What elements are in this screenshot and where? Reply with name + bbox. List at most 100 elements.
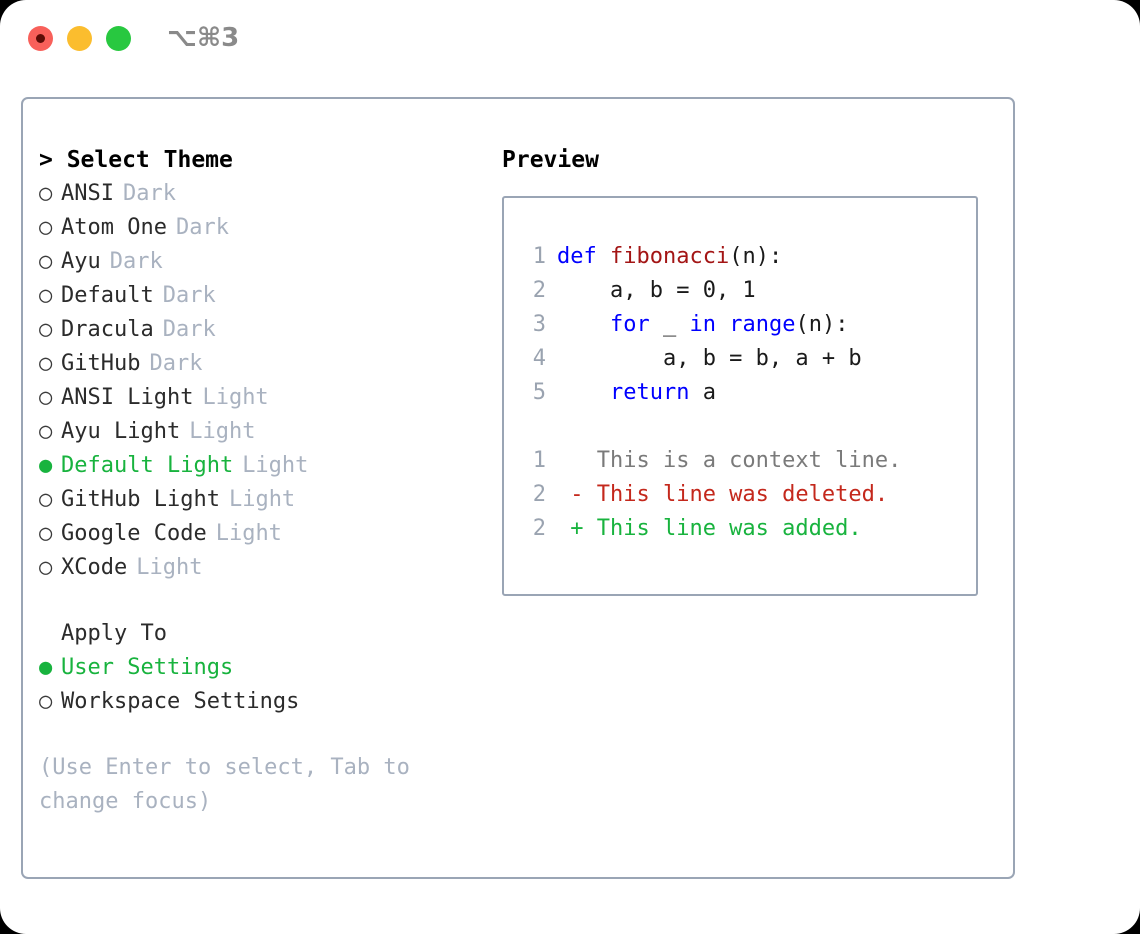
radio-unselected-icon: ○ bbox=[39, 317, 53, 342]
theme-option-ayu-light[interactable]: ○ Ayu Light Light bbox=[39, 415, 489, 449]
line-number: 4 bbox=[532, 346, 546, 371]
keyboard-shortcut-label: ⌥⌘3 bbox=[167, 23, 240, 53]
theme-option-label: Ayu bbox=[61, 249, 101, 274]
code-token: in bbox=[689, 312, 716, 337]
radio-unselected-icon: ○ bbox=[39, 689, 53, 714]
line-number: 2 bbox=[532, 516, 546, 541]
code-line: 4 a, b = b, a + b bbox=[518, 342, 976, 376]
theme-option-xcode[interactable]: ○ XCode Light bbox=[39, 551, 489, 585]
radio-unselected-icon: ○ bbox=[39, 283, 53, 308]
theme-option-github[interactable]: ○ GitHub Dark bbox=[39, 347, 489, 381]
radio-unselected-icon: ○ bbox=[39, 181, 53, 206]
code-token: (n): bbox=[795, 312, 849, 337]
radio-selected-icon: ● bbox=[39, 453, 53, 478]
theme-option-tag: Dark bbox=[109, 249, 163, 274]
code-token: fibonacci bbox=[609, 244, 730, 269]
theme-option-label: Default Light bbox=[61, 453, 234, 478]
line-number: 2 bbox=[532, 278, 546, 303]
theme-option-default[interactable]: ○ Default Dark bbox=[39, 279, 489, 313]
diff-text: - This line was deleted. bbox=[557, 482, 889, 507]
radio-selected-icon: ● bbox=[39, 655, 53, 680]
radio-unselected-icon: ○ bbox=[39, 385, 53, 410]
line-number: 5 bbox=[532, 380, 546, 405]
code-line: 5 return a bbox=[518, 376, 976, 410]
theme-option-tag: Dark bbox=[162, 317, 216, 342]
theme-option-github-light[interactable]: ○ GitHub Light Light bbox=[39, 483, 489, 517]
code-text: return a bbox=[557, 376, 716, 410]
theme-option-tag: Light bbox=[202, 385, 269, 410]
code-token: range bbox=[729, 312, 796, 337]
window-controls bbox=[28, 26, 131, 51]
apply-to-header: Apply To bbox=[61, 621, 167, 646]
code-token: _ bbox=[649, 312, 690, 337]
radio-unselected-icon: ○ bbox=[39, 419, 53, 444]
apply-to-option-user-settings[interactable]: ● User Settings bbox=[39, 651, 489, 685]
diff-line: 2 - This line was deleted. bbox=[518, 478, 976, 512]
theme-option-ayu[interactable]: ○ Ayu Dark bbox=[39, 245, 489, 279]
code-text: a, b = b, a + b bbox=[557, 342, 862, 376]
diff-text: + This line was added. bbox=[557, 516, 862, 541]
radio-unselected-icon: ○ bbox=[39, 215, 53, 240]
line-number: 2 bbox=[532, 482, 546, 507]
diff-line: 2 + This line was added. bbox=[518, 512, 976, 546]
code-token: a, b = 0, 1 bbox=[557, 278, 756, 303]
theme-option-google-code[interactable]: ○ Google Code Light bbox=[39, 517, 489, 551]
theme-option-label: Google Code bbox=[61, 521, 207, 546]
theme-option-label: ANSI bbox=[61, 181, 114, 206]
line-number: 1 bbox=[532, 448, 546, 473]
theme-option-default-light[interactable]: ● Default Light Light bbox=[39, 449, 489, 483]
radio-unselected-icon: ○ bbox=[39, 555, 53, 580]
theme-option-label: GitHub Light bbox=[61, 487, 220, 512]
minimize-button[interactable] bbox=[67, 26, 92, 51]
code-token: a bbox=[689, 380, 716, 405]
apply-to-option-workspace-settings[interactable]: ○Workspace Settings bbox=[39, 685, 489, 719]
code-line: 2 a, b = 0, 1 bbox=[518, 274, 976, 308]
theme-option-label: XCode bbox=[61, 555, 128, 580]
line-number: 3 bbox=[532, 312, 546, 337]
keyboard-hint-text: (Use Enter to select, Tab to change focu… bbox=[39, 755, 424, 814]
radio-unselected-icon: ○ bbox=[39, 249, 53, 274]
theme-option-label: Ayu Light bbox=[61, 419, 181, 444]
theme-option-tag: Dark bbox=[162, 283, 216, 308]
close-button[interactable] bbox=[28, 26, 53, 51]
diff-sample: 1 This is a context line. 2 - This line w… bbox=[518, 444, 976, 546]
apply-to-option-label: User Settings bbox=[61, 655, 234, 680]
theme-option-tag: Light bbox=[228, 487, 296, 512]
radio-unselected-icon: ○ bbox=[39, 487, 53, 512]
theme-option-tag: Dark bbox=[149, 351, 203, 376]
code-text: for _ in range(n): bbox=[557, 308, 848, 342]
line-number: 1 bbox=[532, 244, 546, 269]
diff-text: This is a context line. bbox=[557, 448, 902, 473]
theme-option-tag: Light bbox=[215, 521, 282, 546]
apply-to-option-list[interactable]: ● User Settings ○Workspace Settings bbox=[39, 651, 489, 719]
code-token bbox=[557, 312, 610, 337]
code-token bbox=[716, 312, 729, 337]
code-token bbox=[557, 380, 610, 405]
code-line: 1 def fibonacci(n): bbox=[518, 240, 976, 274]
radio-unselected-icon: ○ bbox=[39, 351, 53, 376]
title-bar: ⌥⌘3 bbox=[0, 0, 1140, 78]
theme-option-tag: Light bbox=[242, 453, 309, 478]
theme-option-label: Atom One bbox=[61, 215, 167, 240]
code-token: def bbox=[557, 244, 610, 269]
theme-option-label: Dracula bbox=[61, 317, 154, 342]
code-line: 3 for _ in range(n): bbox=[518, 308, 976, 342]
theme-option-tag: Light bbox=[136, 555, 203, 580]
theme-option-tag: Light bbox=[189, 419, 256, 444]
code-token: (n): bbox=[729, 244, 783, 269]
maximize-button[interactable] bbox=[106, 26, 131, 51]
theme-option-dracula[interactable]: ○ Dracula Dark bbox=[39, 313, 489, 347]
radio-unselected-icon: ○ bbox=[39, 521, 53, 546]
theme-option-label: Default bbox=[61, 283, 154, 308]
theme-option-label: GitHub bbox=[61, 351, 141, 376]
code-token: a, b = b, a + b bbox=[557, 346, 862, 371]
code-token: for bbox=[609, 312, 650, 337]
